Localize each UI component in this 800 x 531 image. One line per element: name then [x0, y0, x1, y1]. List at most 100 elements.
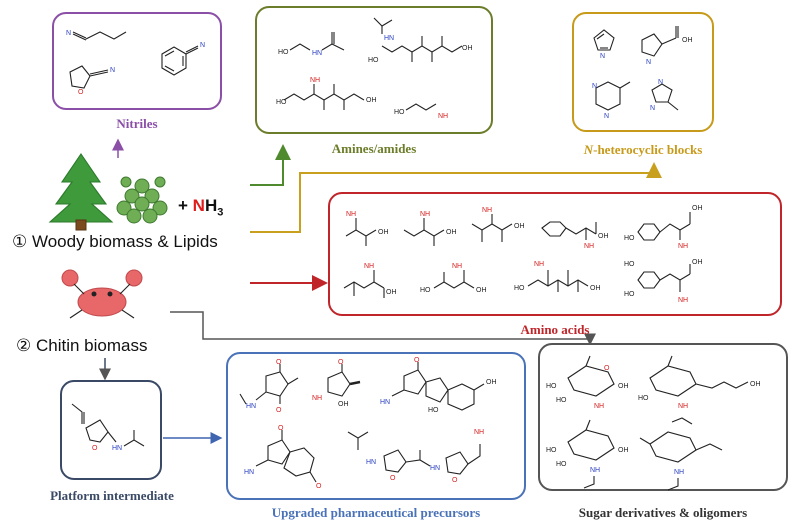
woody-biomass-label: ① Woody biomass & Lipids: [12, 232, 218, 251]
atom-nhac: NH: [674, 469, 684, 476]
atom-nh2: NH: [482, 207, 492, 214]
atom-nh2: NH: [452, 263, 462, 270]
atom-oh: OH: [692, 259, 703, 266]
sugar-caption: Sugar derivatives & oligomers: [578, 505, 748, 520]
atom-nhac: NH: [590, 467, 600, 474]
nhet-caption-rest: -heterocyclic blocks: [593, 142, 703, 157]
atom-o: O: [414, 357, 420, 364]
atom-o: O: [276, 407, 282, 414]
ethanolamine-structure: HO NH: [394, 103, 448, 120]
aminoglycoside-ether-structure: HO OH NH: [638, 355, 761, 410]
atom-oh: OH: [618, 383, 629, 390]
arrow-to-amines: [250, 144, 291, 186]
atom-hn: HN: [312, 50, 322, 57]
atom-ho: HO: [428, 407, 439, 414]
atom-oh: OH: [486, 379, 497, 386]
atom-ho: HO: [368, 57, 379, 64]
atom-oh: OH: [338, 401, 349, 408]
atom-o: O: [276, 359, 282, 366]
atom-ho: HO: [546, 383, 557, 390]
atom-nh2: NH: [584, 243, 594, 250]
atom-oh: OH: [378, 229, 389, 236]
atom-nh2: NH: [438, 113, 448, 120]
nitrogen-label: N: [192, 196, 205, 215]
atom-nh2: NH: [678, 403, 688, 410]
amino-acids-caption: Amino acids: [520, 322, 590, 337]
atom-ho: HO: [514, 285, 525, 292]
atom-ho: HO: [276, 99, 287, 106]
tricyclic-benzofuranone-structure: O HN OH HO: [380, 357, 497, 414]
atom-nh2: NH: [346, 211, 356, 218]
valine-structure: NH OH: [471, 207, 525, 242]
benzonitrile-structure: N: [161, 42, 205, 76]
atom-nh2: NH: [364, 263, 374, 270]
atom-n: N: [604, 113, 609, 120]
amino-acids-box: [328, 192, 782, 316]
atom-o: O: [278, 425, 284, 432]
atom-nh: N: [600, 53, 605, 60]
nhet-italic-n: N: [583, 142, 594, 157]
glucamine-structure: NH HO OH: [276, 77, 377, 110]
acetylated-glycoside-structure: NH: [639, 417, 723, 491]
proline-structure: N OH: [641, 26, 693, 66]
tree-icon: [48, 153, 114, 231]
hydroxyethyl-acetamide-structure: HO HN: [278, 32, 345, 57]
furancarboxamide-dimer-structure: HN O HN O NH: [347, 429, 484, 484]
sugar-box: [538, 343, 788, 491]
pyrrole-structure: N: [593, 29, 615, 60]
atom-oh: OH: [514, 223, 525, 230]
alanine-structure: NH OH: [345, 211, 389, 246]
atom-nh2: NH: [310, 77, 320, 84]
atom-hn: HN: [380, 399, 390, 406]
nitriles-caption: Nitriles: [116, 116, 158, 131]
phenylalanine-structure: NH OH: [541, 221, 609, 250]
subscript-3: 3: [217, 206, 224, 219]
atom-nh2: NH: [534, 261, 544, 268]
atom-o: O: [390, 475, 396, 482]
atom-o: O: [316, 483, 322, 490]
nheterocycles-box: [572, 12, 714, 132]
atom-hn: HN: [112, 445, 122, 452]
atom-nh: N: [650, 105, 655, 112]
atom-n: N: [66, 30, 71, 37]
atom-hn: HN: [244, 469, 254, 476]
atom-oh: OH: [598, 233, 609, 240]
atom-ho: HO: [624, 291, 635, 298]
aminocyclopentenone-structure: O NH OH: [312, 359, 361, 408]
atom-o: O: [604, 365, 610, 372]
nitriles-box: [52, 12, 222, 110]
atom-nh2: NH: [312, 395, 322, 402]
atom-nh: N: [646, 59, 651, 66]
atom-oh: OH: [476, 287, 487, 294]
atom-n: N: [110, 67, 115, 74]
atom-hn: HN: [430, 465, 440, 472]
leucine-structure: NH OH: [343, 263, 397, 298]
platform-box: [60, 380, 162, 480]
atom-nh2: NH: [474, 429, 484, 436]
atom-oh: OH: [462, 45, 473, 52]
butyronitrile-structure: N: [66, 30, 127, 41]
atom-ho: HO: [278, 49, 289, 56]
chitin-biomass-label: ② Chitin biomass: [16, 336, 148, 355]
atom-oh: OH: [366, 97, 377, 104]
atom-ho: HO: [638, 395, 649, 402]
glucosaminic-acid-structure: NH HO OH: [514, 261, 601, 292]
aminobutyric-acid-structure: NH OH: [403, 211, 457, 246]
methylimidazole-structure: N N: [650, 79, 679, 112]
atom-oh: OH: [618, 447, 629, 454]
amines-box: [255, 6, 493, 134]
atom-ho: HO: [546, 447, 557, 454]
acetamidoacetylfuran-structure: O HN: [71, 403, 145, 452]
atom-oh: OH: [386, 289, 397, 296]
arrow-to-nheterocycles: [250, 162, 662, 233]
atom-oh: OH: [446, 229, 457, 236]
crab-icon: [61, 269, 143, 319]
atom-o: O: [78, 89, 84, 96]
atom-n: N: [658, 79, 663, 86]
algae-icon: [116, 176, 168, 224]
pharma-caption: Upgraded pharmaceutical precursors: [271, 505, 481, 520]
acetylglucosamine-structure: HO HO OH NH: [546, 419, 629, 489]
atom-ho: HO: [624, 235, 635, 242]
dopa-structure: HO HO NH OH: [624, 259, 703, 304]
